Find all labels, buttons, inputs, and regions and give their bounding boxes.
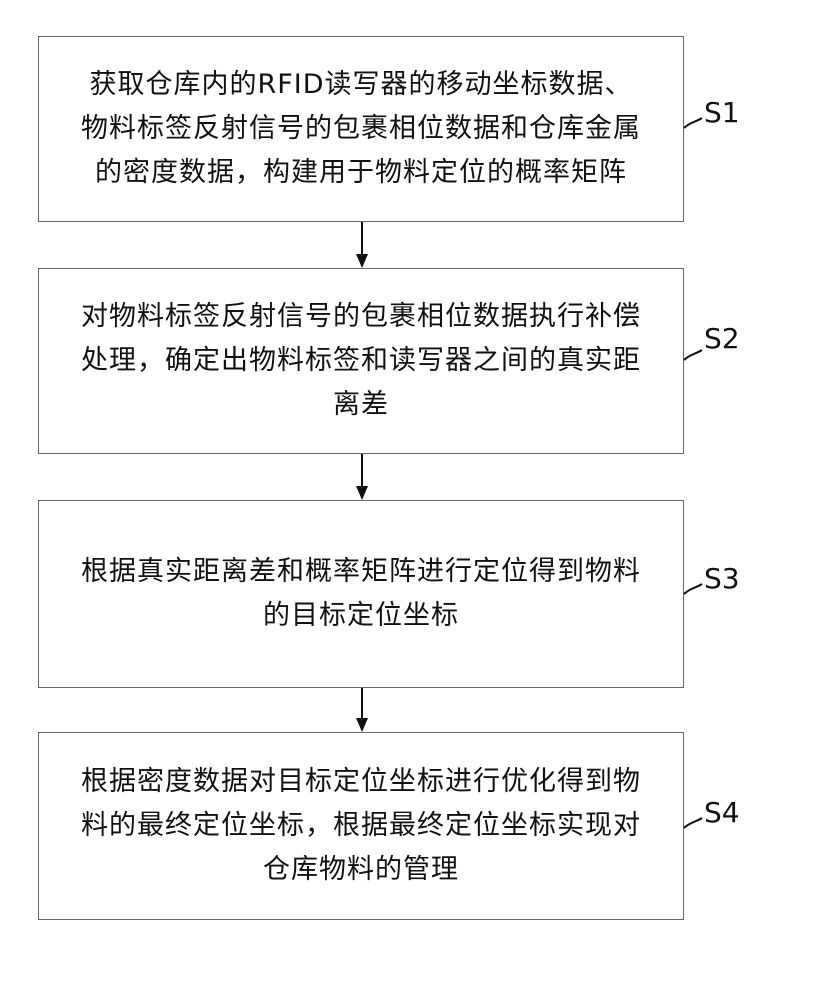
step-box-s1: 获取仓库内的RFID读写器的移动坐标数据、物料标签反射信号的包裹相位数据和仓库金… xyxy=(38,36,684,222)
step-label-s1: S1 xyxy=(704,96,740,129)
step-text-s4: 根据密度数据对目标定位坐标进行优化得到物料的最终定位坐标，根据最终定位坐标实现对… xyxy=(81,760,641,892)
leader-line-s1 xyxy=(684,118,702,128)
flow-arrow-s1-s2 xyxy=(356,222,368,268)
flow-arrow-s3-s4 xyxy=(356,688,368,732)
step-box-s2: 对物料标签反射信号的包裹相位数据执行补偿处理，确定出物料标签和读写器之间的真实距… xyxy=(38,268,684,454)
step-box-s4: 根据密度数据对目标定位坐标进行优化得到物料的最终定位坐标，根据最终定位坐标实现对… xyxy=(38,732,684,920)
flow-arrow-s2-s3 xyxy=(356,454,368,500)
step-box-s3: 根据真实距离差和概率矩阵进行定位得到物料的目标定位坐标 xyxy=(38,500,684,688)
step-text-s1: 获取仓库内的RFID读写器的移动坐标数据、物料标签反射信号的包裹相位数据和仓库金… xyxy=(81,63,641,195)
step-text-s2: 对物料标签反射信号的包裹相位数据执行补偿处理，确定出物料标签和读写器之间的真实距… xyxy=(81,295,641,427)
leader-line-s2 xyxy=(684,350,702,360)
leader-line-s4 xyxy=(684,818,702,828)
leader-line-s3 xyxy=(684,584,702,594)
step-text-s3: 根据真实距离差和概率矩阵进行定位得到物料的目标定位坐标 xyxy=(81,550,641,638)
step-label-s2: S2 xyxy=(704,322,740,355)
step-label-s4: S4 xyxy=(704,796,740,829)
step-label-s3: S3 xyxy=(704,562,740,595)
